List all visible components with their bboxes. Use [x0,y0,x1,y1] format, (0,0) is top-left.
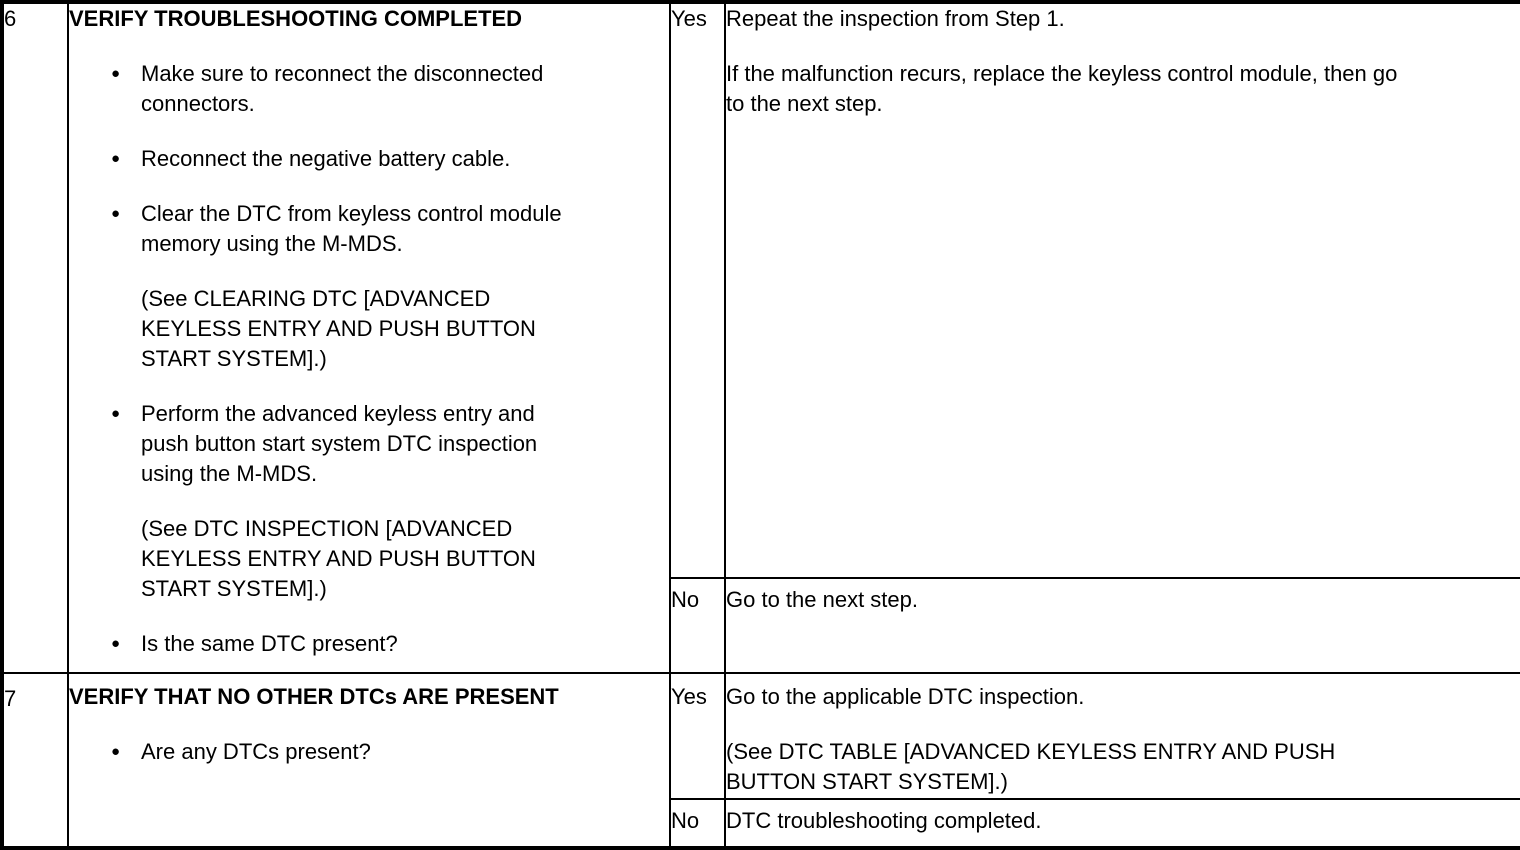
action-line: Repeat the inspection from Step 1. [726,6,1065,31]
step-number-cell: 6 [1,0,69,675]
result-label-no: No [671,807,700,833]
inspection-title: VERIFY THAT NO OTHER DTCs ARE PRESENT [69,684,559,710]
result-label-cell: Yes [669,672,726,800]
action-paragraph: DTC troubleshooting completed. [726,806,1520,836]
bullet-line: Make sure to reconnect the disconnected [141,61,544,86]
bullet-item: ● Make sure to reconnect the disconnecte… [70,59,668,119]
action-cell: Go to the applicable DTC inspection. (Se… [724,672,1520,800]
inspection-cell: VERIFY TROUBLESHOOTING COMPLETED ● Make … [67,0,671,675]
note-line: (See CLEARING DTC [ADVANCED [141,286,491,311]
action-cell: Repeat the inspection from Step 1. If th… [724,0,1520,580]
action-line: If the malfunction recurs, replace the k… [726,61,1398,86]
bullet-icon: ● [111,205,121,222]
note-line: START SYSTEM].) [141,346,327,371]
bullet-icon: ● [111,65,121,82]
result-label-yes: Yes [671,6,707,31]
bullet-item: ● Reconnect the negative battery cable. [70,144,668,174]
table-row: 7 VERIFY THAT NO OTHER DTCs ARE PRESENT … [1,672,1520,849]
note-line: START SYSTEM].) [141,576,327,601]
table-row: No Go to the next step. [2,577,1520,675]
result-label-cell: Yes [669,0,726,580]
action-cell: DTC troubleshooting completed. [724,797,1520,850]
bullet-line: Clear the DTC from keyless control modul… [141,201,562,226]
inspection-title: VERIFY TROUBLESHOOTING COMPLETED [69,6,523,31]
bullet-icon: ● [111,635,121,652]
result-label-yes: Yes [671,684,707,710]
bullet-line: Perform the advanced keyless entry and [141,401,535,426]
inspection-cell: VERIFY THAT NO OTHER DTCs ARE PRESENT ● … [67,672,671,849]
bullet-item: ● Perform the advanced keyless entry and… [70,399,668,489]
table-row: No DTC troubleshooting completed. [2,797,1520,850]
see-reference-note: (See CLEARING DTC [ADVANCED KEYLESS ENTR… [70,284,668,374]
step-number-cell: 7 [1,672,69,849]
table-row: 6 VERIFY TROUBLESHOOTING COMPLETED ● Mak… [1,0,1520,675]
result-label-cell: No [669,577,726,675]
bullet-item: ● Are any DTCs present? [70,737,668,767]
bullet-line: Is the same DTC present? [141,631,398,656]
bullet-icon: ● [111,743,121,761]
note-line: (See DTC INSPECTION [ADVANCED [141,516,513,541]
see-reference-note: (See DTC INSPECTION [ADVANCED KEYLESS EN… [70,514,668,604]
step-number: 6 [4,6,17,31]
action-cell: Go to the next step. [724,577,1520,675]
action-line: Go to the next step. [726,587,919,613]
bullet-item: ● Clear the DTC from keyless control mod… [70,199,668,259]
action-line: DTC troubleshooting completed. [726,807,1042,833]
action-paragraph: Go to the applicable DTC inspection. [726,682,1520,712]
note-line: KEYLESS ENTRY AND PUSH BUTTON [141,316,536,341]
action-paragraph: Repeat the inspection from Step 1. [726,4,1520,34]
bullet-line: using the M-MDS. [141,461,318,486]
result-label-no: No [671,587,700,613]
bullet-line: Reconnect the negative battery cable. [141,146,511,171]
note-line: KEYLESS ENTRY AND PUSH BUTTON [141,546,536,571]
action-line: to the next step. [726,91,883,116]
bullet-line: Are any DTCs present? [141,739,371,765]
step-number: 7 [4,686,17,712]
action-line: BUTTON START SYSTEM].) [726,769,1008,795]
bullet-item: ● Is the same DTC present? [70,629,668,659]
action-paragraph: Go to the next step. [726,585,1520,615]
result-label-cell: No [669,797,726,850]
bullet-icon: ● [111,150,121,167]
action-paragraph: (See DTC TABLE [ADVANCED KEYLESS ENTRY A… [726,737,1520,796]
bullet-icon: ● [111,405,121,422]
action-line: (See DTC TABLE [ADVANCED KEYLESS ENTRY A… [726,739,1336,765]
bullet-line: connectors. [141,91,255,116]
bullet-line: push button start system DTC inspection [141,431,538,456]
action-paragraph: If the malfunction recurs, replace the k… [726,59,1520,119]
bullet-line: memory using the M-MDS. [141,231,403,256]
action-line: Go to the applicable DTC inspection. [726,684,1085,710]
